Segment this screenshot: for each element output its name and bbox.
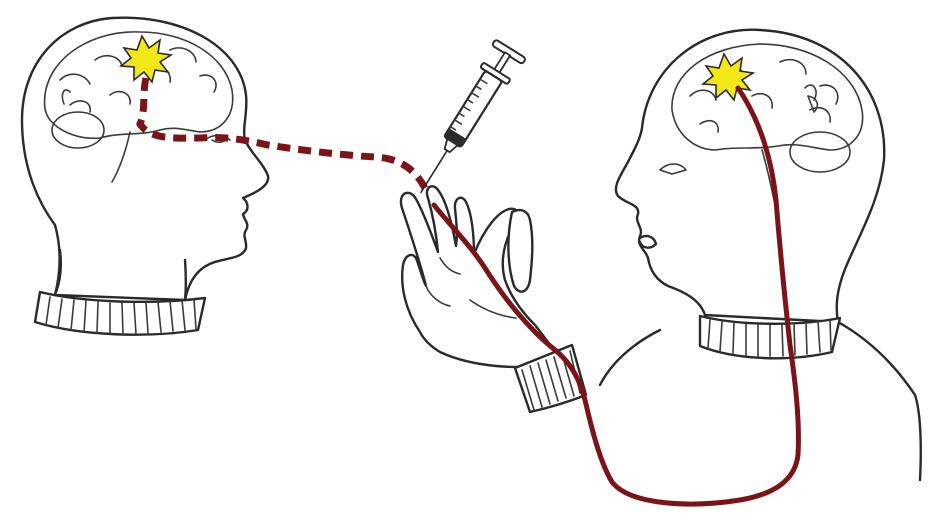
left-person	[22, 18, 268, 335]
syringe-plunger-cap	[492, 39, 526, 64]
syringe-icon	[405, 39, 526, 202]
hand-thumb	[508, 210, 532, 292]
hand-outline	[401, 186, 560, 367]
open-hand-icon	[401, 186, 586, 412]
right-person	[600, 30, 921, 480]
